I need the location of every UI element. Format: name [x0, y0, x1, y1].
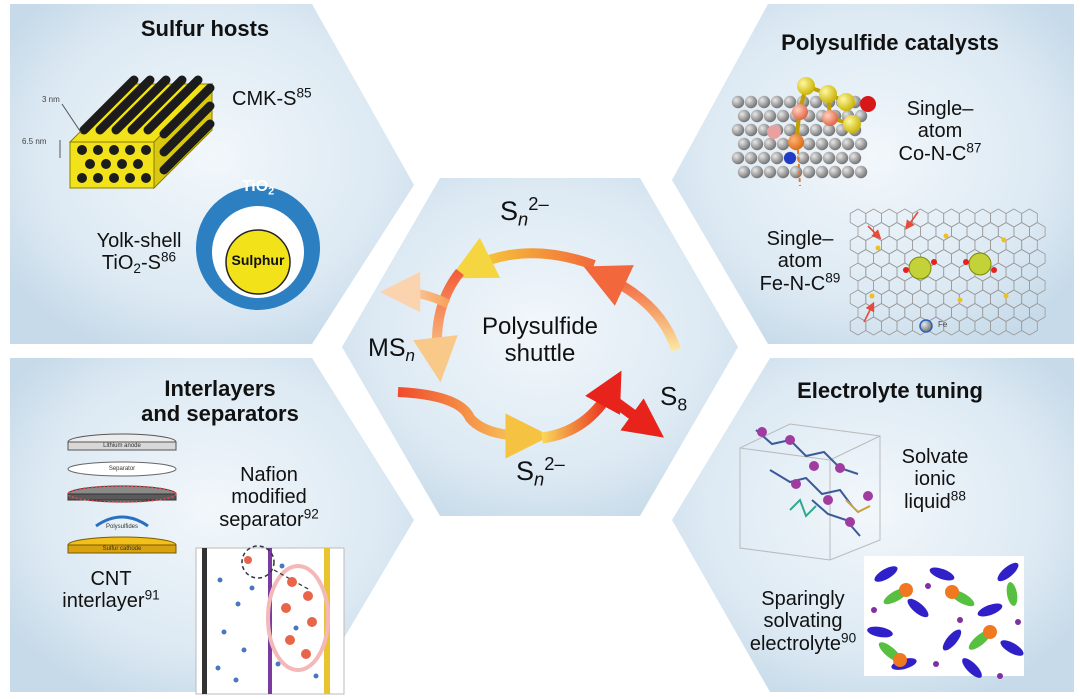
carbon-atom: [763, 165, 777, 179]
polysulfide-molecule: [767, 77, 876, 187]
sparingly-solvating-illustration: [864, 556, 1024, 679]
shuttle-cycle: [379, 237, 681, 459]
carbon-atom: [809, 123, 823, 137]
fe-n-c-graphene-sheet: [849, 208, 1046, 336]
stack-layer-lithium-anode: Lithium anode: [103, 443, 141, 449]
tio2-shell-label: TiO2: [241, 178, 275, 198]
carbon-atom: [848, 151, 862, 165]
carbon-atom: [757, 151, 771, 165]
polysulfides-arrow-label: Polysulfides: [105, 524, 138, 530]
carbon-atom: [809, 95, 823, 109]
graphene-hexagon: [1021, 316, 1038, 336]
carbon-atom: [776, 165, 790, 179]
carbon-atom: [737, 137, 751, 151]
carbon-atom: [828, 137, 842, 151]
fe-legend-label: Fe: [938, 320, 948, 329]
dim-3nm-label: 3 nm: [42, 95, 60, 104]
arrow-ms-out: [379, 271, 451, 313]
carbon-atom: [737, 165, 751, 179]
carbon-atom: [776, 137, 790, 151]
carbon-atom: [815, 137, 829, 151]
species-right-s8: S8: [660, 381, 688, 415]
carbon-atom: [802, 137, 816, 151]
carbon-atom: [809, 151, 823, 165]
carbon-atom: [802, 165, 816, 179]
carbon-atom: [789, 165, 803, 179]
carbon-atom: [731, 123, 745, 137]
carbon-atom: [744, 151, 758, 165]
cmk-s-label: CMK-S85: [232, 85, 312, 110]
carbon-atom: [854, 165, 868, 179]
stack-layer-sulfur-cathode: Sulfur cathode: [102, 546, 142, 552]
carbon-atom: [796, 151, 810, 165]
carbon-atom: [776, 109, 790, 123]
cmk-carbon-rods-illustration: [59, 75, 215, 190]
carbon-atom: [796, 123, 810, 137]
carbon-atom: [822, 123, 836, 137]
species-bottom-sn2: Sn2–: [516, 452, 565, 490]
carbon-atom: [744, 123, 758, 137]
dim-6-5nm-label: 6.5 nm: [22, 137, 47, 146]
stack-layer-separator: Separator: [108, 466, 136, 472]
carbon-atom: [854, 137, 868, 151]
carbon-atom: [744, 95, 758, 109]
carbon-atom: [835, 151, 849, 165]
carbon-atom: [731, 95, 745, 109]
carbon-atom: [770, 95, 784, 109]
carbon-atom: [750, 109, 764, 123]
arrow-left-down: [413, 268, 464, 383]
carbon-atom: [731, 151, 745, 165]
arrow-right-up: [583, 265, 681, 352]
carbon-atom: [783, 123, 797, 137]
carbon-atom: [750, 137, 764, 151]
carbon-atom: [763, 137, 777, 151]
carbon-atom: [822, 151, 836, 165]
carbon-atom: [757, 95, 771, 109]
arrow-ms-in: [397, 387, 551, 459]
carbon-atom: [828, 165, 842, 179]
polysulfide-catalysts-title: Polysulfide catalysts: [781, 30, 999, 55]
carbon-atom: [841, 137, 855, 151]
species-left-msn: MSn: [368, 334, 415, 366]
solvate-ionic-liquid-illustration: [739, 423, 881, 561]
species-top-sn2: Sn2–: [500, 192, 549, 230]
carbon-atom: [737, 109, 751, 123]
carbon-atom: [763, 109, 777, 123]
carbon-atom: [783, 95, 797, 109]
electrolyte-tuning-title: Electrolyte tuning: [797, 378, 983, 403]
arrow-top-left: [449, 237, 596, 279]
carbon-atom: [841, 165, 855, 179]
sulfur-hosts-title: Sulfur hosts: [140, 16, 270, 41]
carbon-atom: [750, 165, 764, 179]
arrow-to-s8: [602, 390, 665, 438]
sulphur-core-label: Sulphur: [231, 252, 285, 268]
carbon-atom: [815, 165, 829, 179]
battery-stack-illustration: [67, 433, 177, 554]
fe-atom-clusters: [863, 211, 1009, 333]
carbon-atom: [770, 151, 784, 165]
nafion-separator-illustration: [195, 545, 345, 695]
yolk-shell-illustration: [196, 186, 320, 310]
